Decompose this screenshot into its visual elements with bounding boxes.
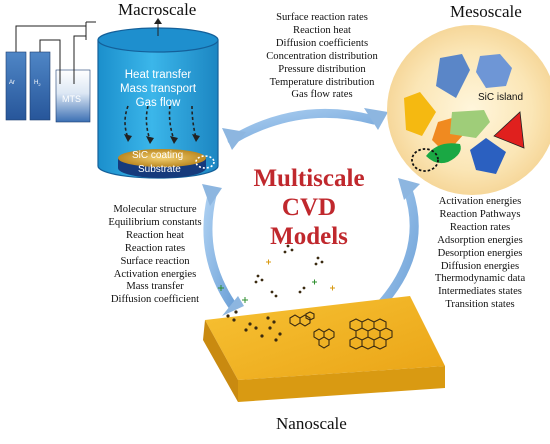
island-blue-pentagon xyxy=(436,54,470,98)
adsorbed-molecules xyxy=(226,310,282,342)
center-title-line-2: CVD xyxy=(281,194,337,221)
left-list-item: Molecular structure xyxy=(113,204,197,215)
mesoscale-view xyxy=(387,25,550,195)
macroscale-title: Macroscale xyxy=(118,0,197,19)
island-yellow xyxy=(404,92,436,136)
left-list-item: Equilibrium constants xyxy=(108,216,202,228)
left-list-item: Surface reaction xyxy=(120,255,190,267)
left-list-item: Reaction rates xyxy=(124,242,186,254)
mts-vessel-label: MTS xyxy=(62,94,81,104)
zoom-circle-macro xyxy=(195,155,215,169)
right-list-item: Transition states xyxy=(445,299,515,311)
right-list-item: Intermediates states xyxy=(438,286,522,298)
top-list-item: Reaction heat xyxy=(293,24,351,36)
gas-supply xyxy=(5,21,96,123)
gas-flow-text: Gas flow xyxy=(135,97,181,109)
reactor-cylinder xyxy=(97,18,219,179)
right-list-item: Thermodynamic data xyxy=(434,273,526,285)
left-list-item: Mass transfer xyxy=(126,281,184,293)
right-list-item: Reaction Pathways xyxy=(439,208,521,220)
island-light-green xyxy=(450,110,490,138)
gas-species xyxy=(254,244,324,298)
right-list-item: Desorption energies xyxy=(437,247,523,259)
reactor-process-text: Heat transfer Mass transport Gas flow xyxy=(108,68,208,110)
zoom-circle-meso xyxy=(411,148,439,172)
top-list-item: Temperature distribution xyxy=(269,76,375,88)
sic-coating-label: SiC coating xyxy=(132,150,184,161)
right-list-item: Diffusion energies xyxy=(440,260,520,272)
island-red-triangle xyxy=(493,111,525,149)
island-dark-blue xyxy=(470,138,506,174)
heat-transfer-text: Heat transfer xyxy=(124,69,192,81)
left-property-list: Molecular structure Equilibrium constant… xyxy=(96,204,214,307)
mass-transport-text: Mass transport xyxy=(119,83,197,95)
sic-island-label: SiC island xyxy=(478,92,524,103)
right-property-list: Activation energies Reaction Pathways Re… xyxy=(422,196,538,312)
top-list-item: Concentration distribution xyxy=(266,50,378,62)
arrow-left xyxy=(203,190,237,310)
sparkle-marks-gold xyxy=(266,259,335,291)
arrow-top xyxy=(227,108,379,145)
island-green xyxy=(426,143,461,164)
top-list-item: Gas flow rates xyxy=(291,89,353,101)
sic-coating-disk xyxy=(118,149,206,167)
center-title-line-1: Multiscale xyxy=(253,165,365,192)
right-list-item: Activation energies xyxy=(438,196,522,207)
left-list-item: Activation energies xyxy=(113,268,197,280)
ar-vessel xyxy=(5,51,27,121)
top-list-item: Pressure distribution xyxy=(278,63,366,75)
nanoscale-title: Nanoscale xyxy=(276,414,347,433)
left-list-item: Diffusion coefficient xyxy=(110,294,200,306)
mesoscale-title: Mesoscale xyxy=(450,2,522,21)
top-list-item: Surface reaction rates xyxy=(276,12,368,23)
mts-vessel xyxy=(55,69,91,123)
top-list-item: Diffusion coefficients xyxy=(275,37,369,49)
right-list-item: Reaction rates xyxy=(449,221,511,233)
right-list-item: Adsorption energies xyxy=(437,234,523,246)
island-blue-hex xyxy=(476,54,512,88)
h2-vessel-label: H2 xyxy=(34,80,41,88)
hex-lattice xyxy=(289,311,393,350)
ar-vessel-label: Ar xyxy=(9,80,15,86)
center-title: Multiscale CVD Models xyxy=(228,164,390,251)
nanoscale-slab xyxy=(203,244,445,402)
sparkle-marks xyxy=(218,279,317,303)
top-property-list: Surface reaction rates Reaction heat Dif… xyxy=(246,12,398,102)
center-title-line-3: Models xyxy=(270,223,348,250)
substrate-label: Substrate xyxy=(138,164,181,175)
left-list-item: Reaction heat xyxy=(126,229,184,241)
